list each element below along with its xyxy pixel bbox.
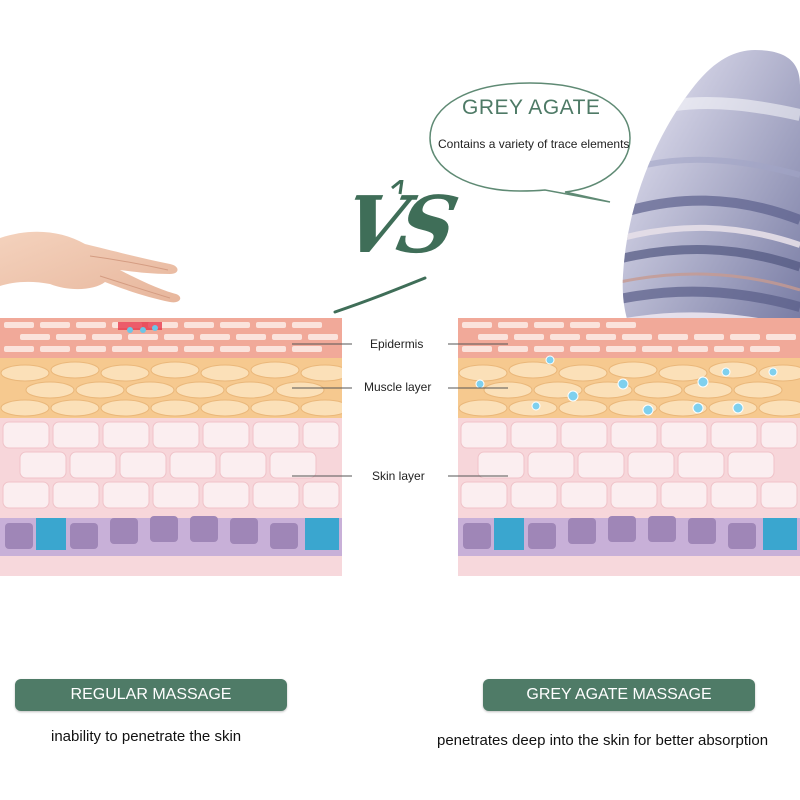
caption-regular: inability to penetrate the skin — [51, 728, 242, 745]
layer-pointer-lines — [292, 343, 508, 477]
label-skin-layer: Skin layer — [372, 469, 425, 483]
label-muscle-layer: Muscle layer — [364, 380, 432, 394]
badge-grey-agate-massage: GREY AGATE MASSAGE — [483, 679, 755, 711]
bubble-subtitle: Contains a variety of trace elements — [438, 137, 630, 151]
hand-illustration — [0, 231, 181, 303]
label-epidermis: Epidermis — [370, 337, 424, 351]
bubble-title: GREY AGATE — [462, 96, 601, 119]
skin-diagram-grey-agate — [458, 318, 800, 576]
badge-regular-massage: REGULAR MASSAGE — [15, 679, 287, 711]
speech-bubble — [429, 82, 631, 203]
caption-grey-agate: penetrates deep into the skin for better… — [437, 732, 769, 749]
brush-stroke — [333, 180, 427, 314]
skin-diagram-regular — [0, 318, 342, 576]
